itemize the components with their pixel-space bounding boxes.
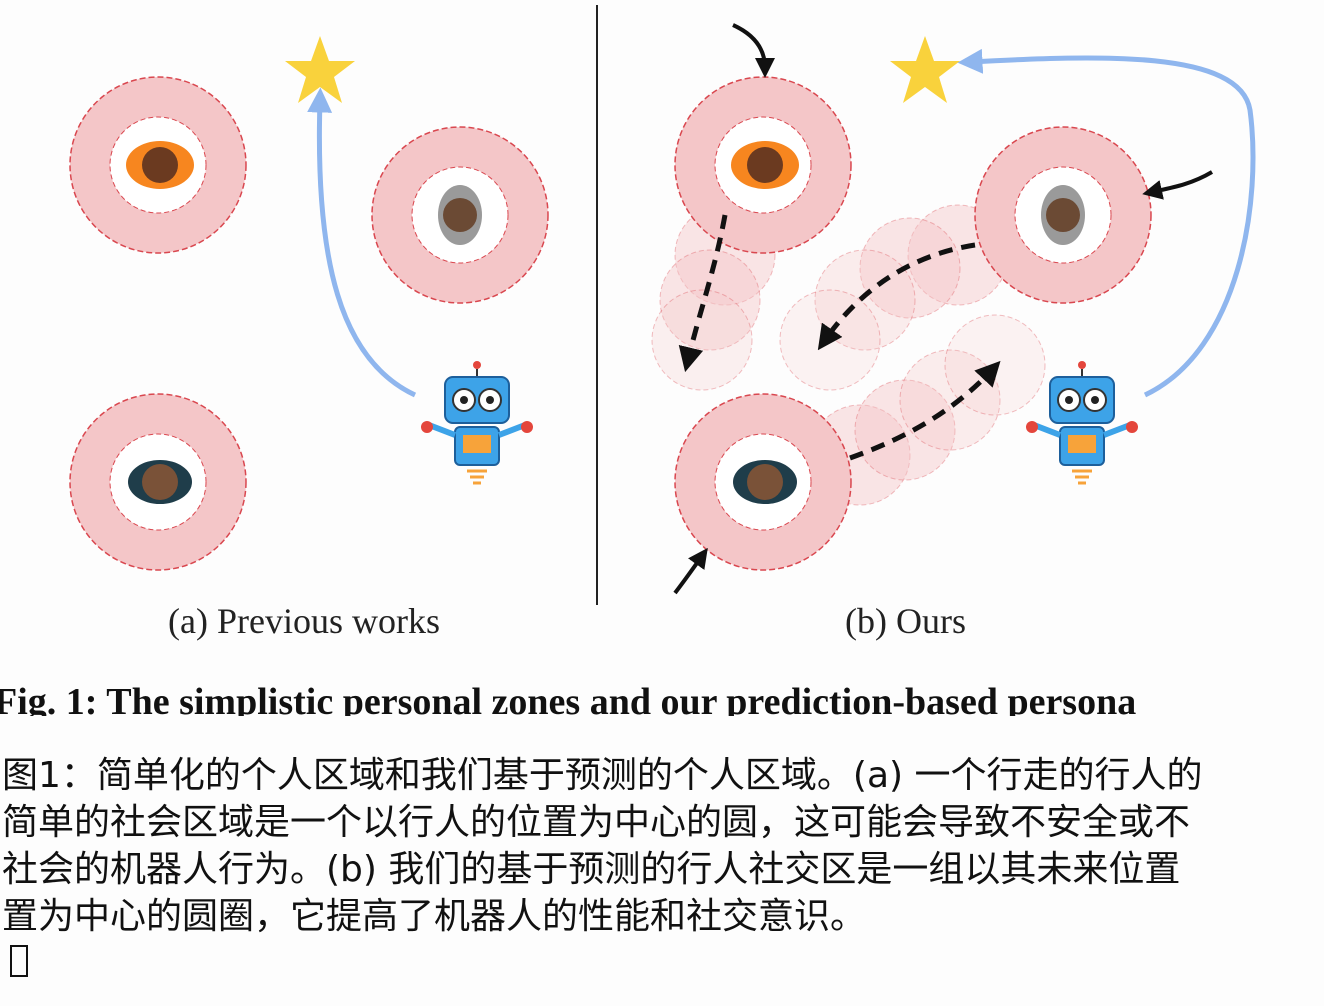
robot-icon: [421, 361, 533, 483]
caption-line: 社会的机器人行为。(b) 我们的基于预测的行人社交区是一组以其未来位置: [2, 849, 1181, 890]
panel-a: [69, 36, 549, 571]
caption-line: 置为中心的圆圈，它提高了机器人的性能和社交意识。: [2, 896, 867, 937]
panel-b: [651, 23, 1256, 595]
robot-path: [307, 87, 417, 398]
motion-arrows: [673, 23, 1214, 595]
caption-line: 简单的社会区域是一个以行人的位置为中心的圆，这可能会导致不安全或不: [2, 802, 1191, 843]
pedestrian-icon: [126, 141, 194, 189]
goal-star-icon: [890, 36, 960, 103]
robot-path: [957, 48, 1256, 398]
figure-diagram: [69, 5, 1256, 605]
placeholder-glyph: [10, 945, 28, 977]
caption-english: Fig. 1: The simplistic personal zones an…: [0, 681, 1137, 716]
pedestrian-icon: [128, 460, 192, 504]
goal-star-icon: [285, 36, 355, 103]
pedestrian-icon: [731, 141, 799, 189]
pedestrian-icon: [438, 185, 482, 245]
predicted-trajectories: [678, 214, 1001, 461]
panel-a-label: (a) Previous works: [168, 601, 440, 641]
caption-chinese: 图1：简单化的个人区域和我们基于预测的个人区域。(a) 一个行走的行人的 简单的…: [2, 752, 1322, 940]
pedestrian-icon: [1041, 185, 1085, 245]
caption-line: 图1：简单化的个人区域和我们基于预测的个人区域。(a) 一个行走的行人的: [2, 755, 1203, 796]
panel-b-label: (b) Ours: [845, 601, 966, 641]
pedestrian-icon: [733, 460, 797, 504]
